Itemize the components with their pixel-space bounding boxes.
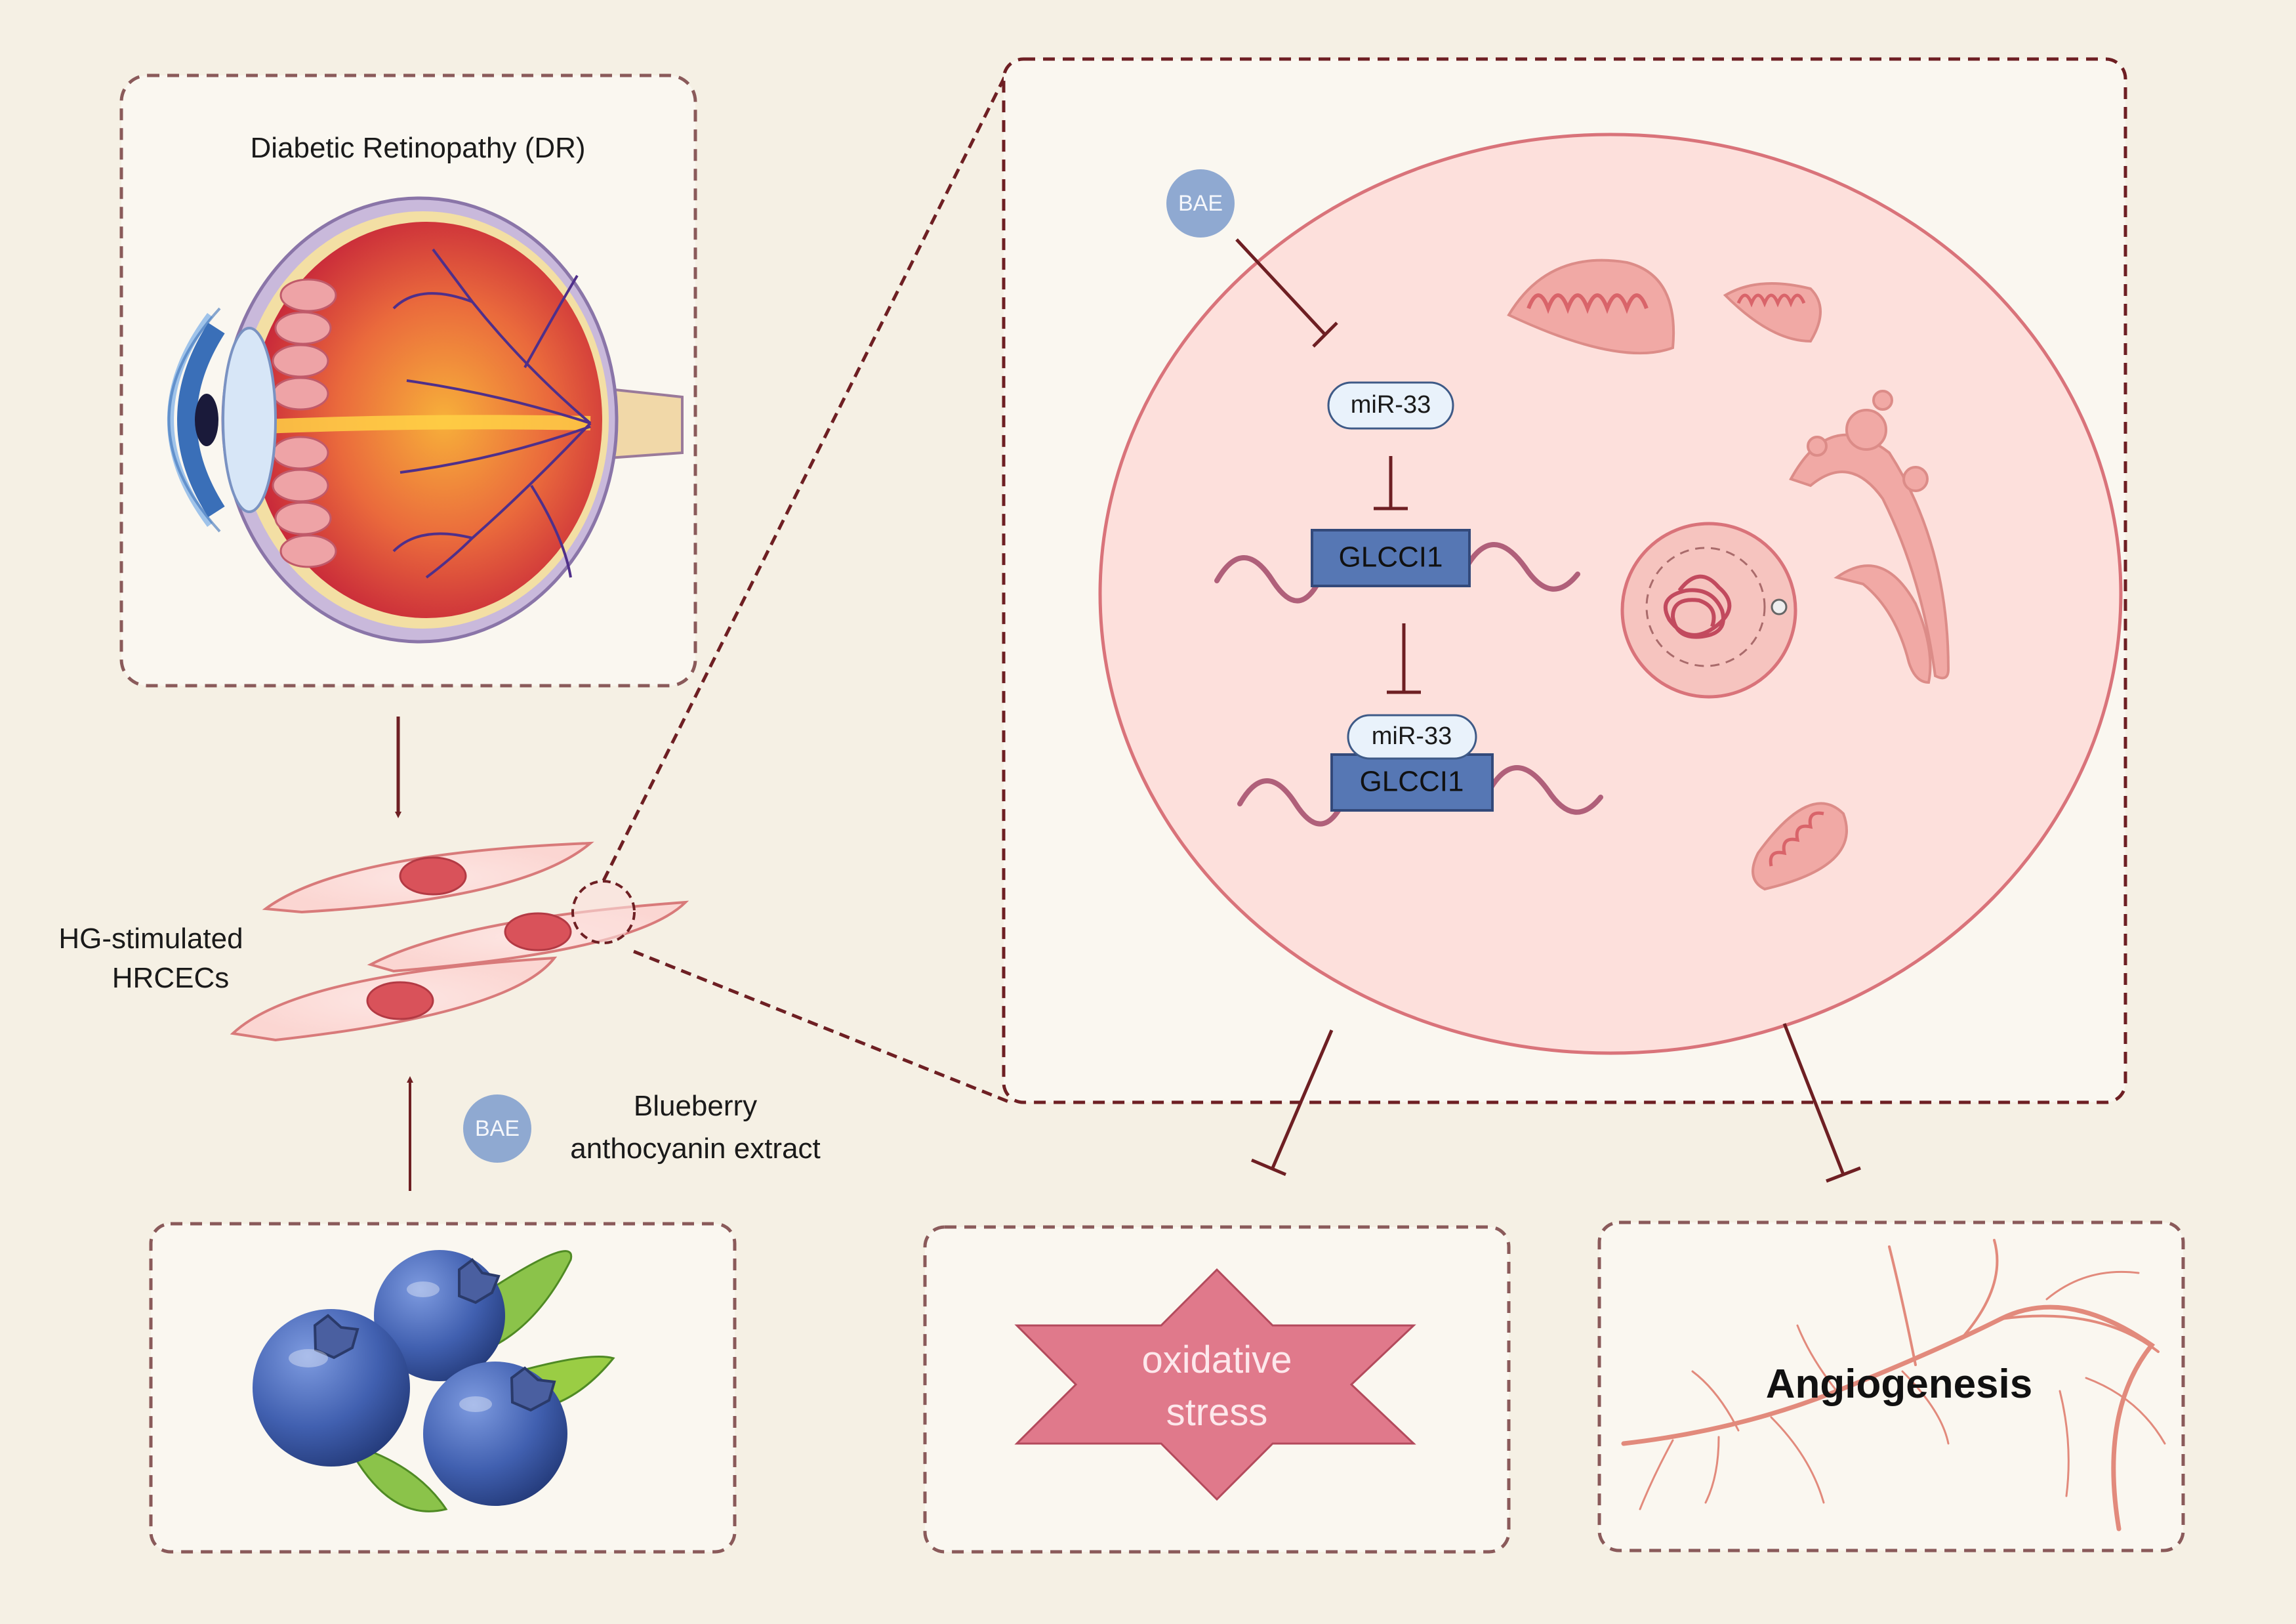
mir33-bottom-pill xyxy=(1347,714,1477,760)
glcci1-bottom-label: GLCCI1 xyxy=(1360,766,1464,798)
bae-inhibits-mir33 xyxy=(1235,238,1338,348)
angiogenesis-panel-frame xyxy=(1597,1220,2185,1552)
cell-body xyxy=(1098,133,2123,1055)
mir33-bottom-label: miR-33 xyxy=(1372,722,1452,750)
pathway-bae-label: BAE xyxy=(1178,191,1223,216)
bae-badge-label: BAE xyxy=(475,1116,520,1141)
mitochondrion-large xyxy=(1507,259,1675,355)
inhibits-angiogenesis xyxy=(1782,1023,1861,1183)
golgi-apparatus xyxy=(1789,390,1950,684)
bae-badge xyxy=(463,1094,531,1163)
cells-label-line1: HG-stimulated xyxy=(58,923,243,955)
mitochondrion-bottom xyxy=(1752,802,1848,891)
angiogenesis-panel: Angiogenesis xyxy=(1597,1220,2185,1552)
oxidative-label-line2: stress xyxy=(1166,1391,1268,1434)
oxidative-stress-star xyxy=(1014,1268,1416,1501)
treatment-label-line1: Blueberry xyxy=(634,1090,757,1122)
glcci1-top-label: GLCCI1 xyxy=(1339,541,1443,573)
angiogenesis-label: Angiogenesis xyxy=(1766,1362,2033,1407)
glcci1-top-transcript: GLCCI1 xyxy=(1214,529,1580,604)
zoom-panel: BAE miR-33 GLCCI1 GLCCI1 xyxy=(1002,57,2127,1104)
nucleus xyxy=(1620,522,1797,699)
treatment-label-line2: anthocyanin extract xyxy=(570,1133,821,1165)
glcci1-bottom-box xyxy=(1330,753,1494,812)
blood-vessel-network xyxy=(1621,1239,2166,1531)
eye-panel: Diabetic Retinopathy (DR) xyxy=(119,73,697,688)
eye-illustration xyxy=(167,196,684,644)
oxidative-label-line1: oxidative xyxy=(1142,1339,1292,1381)
mir33-glcci1-complex: GLCCI1 miR-33 xyxy=(1237,714,1603,827)
glcci1-top-box xyxy=(1311,529,1471,587)
zoom-focus-circle xyxy=(571,880,636,944)
mir33-inhibits-glcci1 xyxy=(1374,456,1408,510)
eye-panel-title: Diabetic Retinopathy (DR) xyxy=(250,132,585,164)
pathway-bae-badge xyxy=(1166,169,1235,238)
cell-3 xyxy=(230,956,558,1042)
mitochondrion-small xyxy=(1723,282,1822,343)
mir33-top-label: miR-33 xyxy=(1351,391,1431,419)
oxidative-stress-panel: oxidative stress xyxy=(923,1225,1511,1554)
hrcec-cells xyxy=(230,841,689,1042)
blueberry-illustration xyxy=(253,1250,615,1512)
zoom-line-top xyxy=(602,64,1012,882)
cells-label-line2: HRCECs xyxy=(112,962,229,994)
mir33-top: miR-33 xyxy=(1327,381,1454,430)
zoom-line-bottom xyxy=(633,949,1011,1104)
blueberry-panel xyxy=(149,1222,737,1554)
cell-1 xyxy=(262,841,594,914)
inhibits-oxidative-stress xyxy=(1251,1030,1334,1176)
glcci1-inhibition-step xyxy=(1387,623,1421,694)
